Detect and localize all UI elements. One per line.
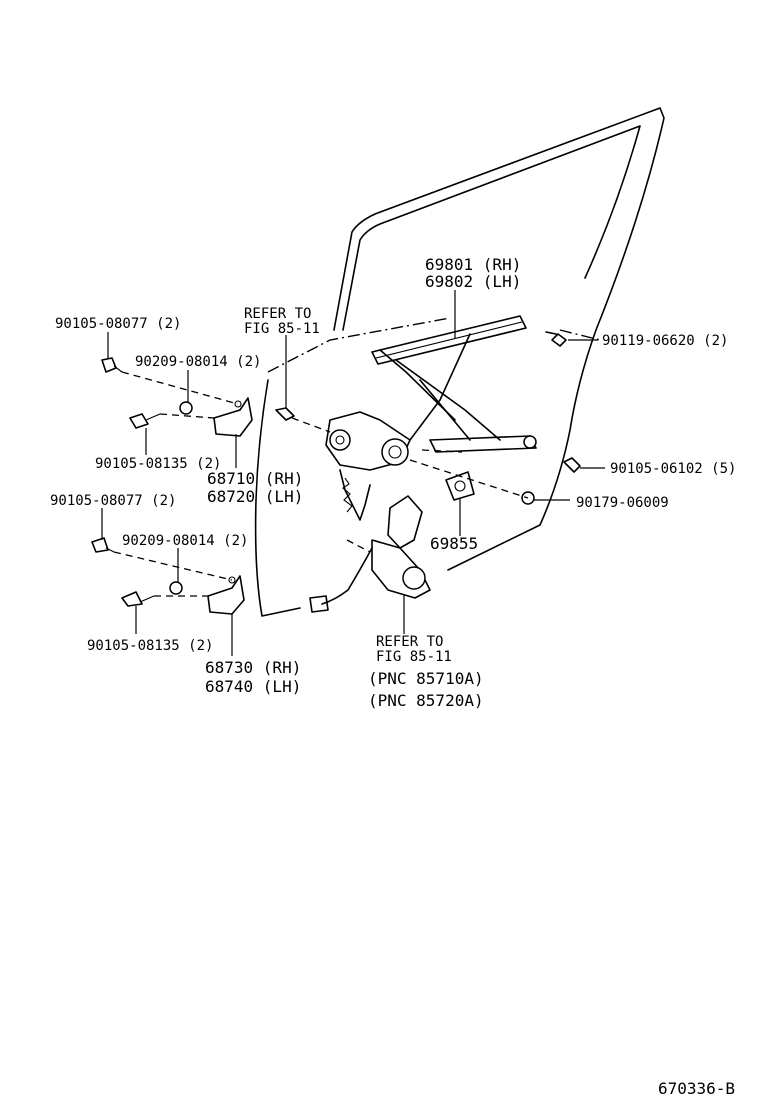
label-refer-top-2: FIG 85-11 — [244, 321, 320, 337]
figure-id: 670336-B — [658, 1079, 735, 1098]
regulator-rail-assembly — [325, 315, 537, 521]
label-pnc-85720a: (PNC 85720A) — [368, 691, 484, 710]
label-refer-top-1: REFER TO — [244, 306, 311, 322]
label-90105-08077-upper: 90105-08077 (2) — [55, 316, 181, 332]
leader-lines — [101, 290, 605, 656]
label-90105-08135-lower: 90105-08135 (2) — [87, 638, 213, 654]
part-labels: 69801 (RH) 69802 (LH) REFER TO FIG 85-11… — [50, 255, 736, 1098]
door-frame — [254, 107, 665, 617]
label-90179-06009: 90179-06009 — [576, 495, 669, 511]
label-90105-06102: 90105-06102 (5) — [610, 461, 736, 477]
label-90209-08014-upper: 90209-08014 (2) — [135, 354, 261, 370]
label-90105-08135-upper: 90105-08135 (2) — [95, 456, 221, 472]
label-90105-08077-lower: 90105-08077 (2) — [50, 493, 176, 509]
label-68720: 68720 (LH) — [207, 487, 303, 506]
label-69802: 69802 (LH) — [425, 272, 521, 291]
label-68730: 68730 (RH) — [205, 658, 301, 677]
hardware — [91, 331, 581, 615]
label-90119-06620: 90119-06620 (2) — [602, 333, 728, 349]
label-68740: 68740 (LH) — [205, 677, 301, 696]
label-refer-bottom-1: REFER TO — [376, 634, 443, 650]
label-90209-08014-lower: 90209-08014 (2) — [122, 533, 248, 549]
regulator-motor — [309, 495, 431, 613]
label-69801: 69801 (RH) — [425, 255, 521, 274]
label-68710: 68710 (RH) — [207, 469, 303, 488]
label-69855: 69855 — [430, 534, 478, 553]
label-refer-bottom-2: FIG 85-11 — [376, 649, 452, 665]
label-pnc-85710a: (PNC 85710A) — [368, 669, 484, 688]
